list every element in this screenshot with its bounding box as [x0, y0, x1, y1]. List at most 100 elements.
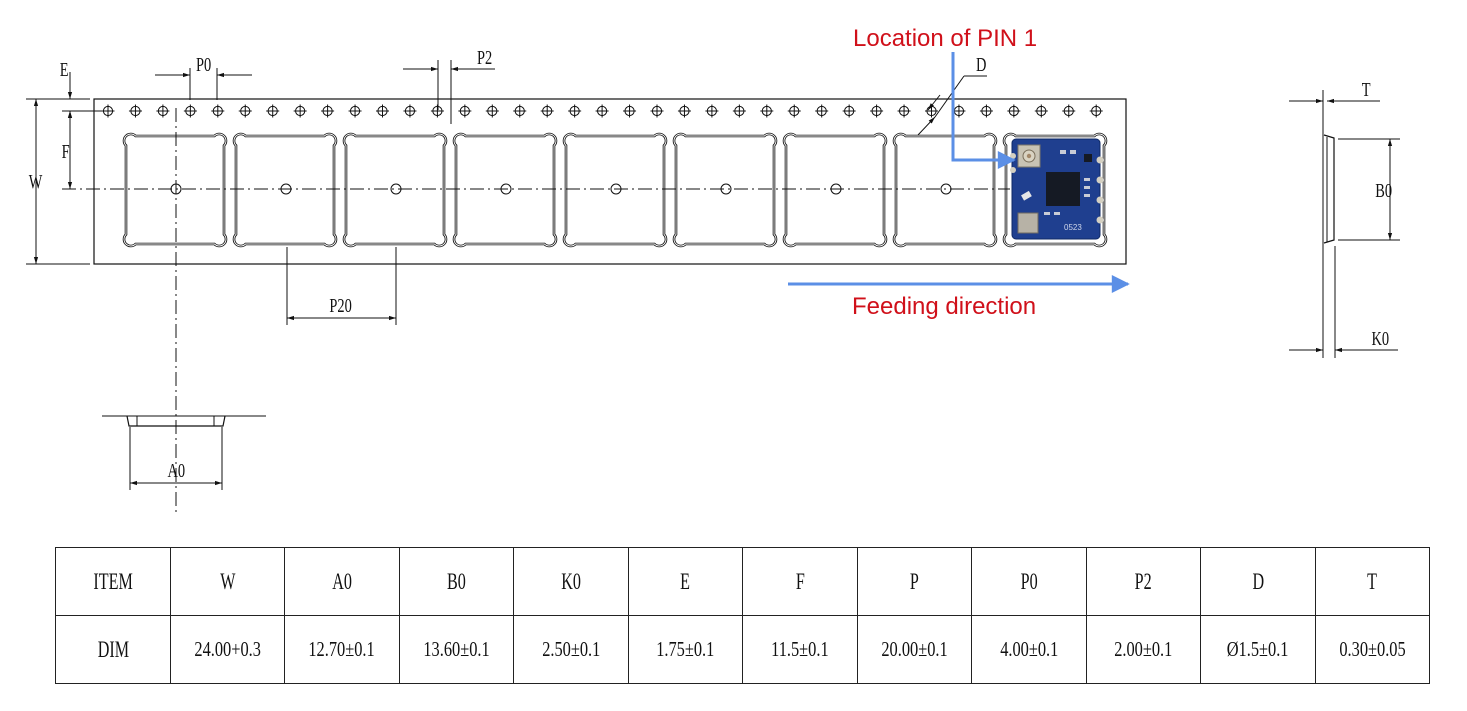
- cell-text: P: [910, 568, 919, 594]
- sprocket-hole: [650, 104, 664, 118]
- table-cell: 11.5±0.1: [742, 615, 858, 684]
- cell-text: 0.30±0.05: [1339, 637, 1406, 661]
- sprocket-hole: [842, 104, 856, 118]
- cell-text: F: [795, 568, 805, 594]
- dimension-w: W: [26, 99, 90, 265]
- dimension-d: D: [917, 53, 987, 136]
- sprocket-hole: [128, 104, 142, 118]
- sprocket-hole: [870, 104, 884, 118]
- dimension-p20: P20: [286, 247, 397, 325]
- table-row-header: ITEM: [55, 547, 171, 616]
- table-cell: P: [857, 547, 972, 616]
- table-cell: A0: [284, 547, 400, 616]
- sprocket-hole: [760, 104, 774, 118]
- label-a0: A0: [167, 459, 185, 482]
- sprocket-hole: [211, 104, 225, 118]
- sprocket-hole: [403, 104, 417, 118]
- table-cell: 24.00+0.3: [170, 615, 285, 684]
- label-p2: P2: [477, 46, 492, 69]
- sprocket-hole: [897, 104, 911, 118]
- table-cell: P0: [971, 547, 1087, 616]
- pin1-location-label: Location of PIN 1: [853, 25, 1037, 52]
- sprocket-hole: [376, 104, 389, 118]
- dimension-p2: P2: [403, 46, 495, 124]
- sprocket-hole: [156, 104, 170, 118]
- carrier-tape-drawing: 0523 E F W P0 P2: [26, 25, 1400, 515]
- table-cell: 2.50±0.1: [513, 615, 629, 684]
- cell-text: 20.00±0.1: [881, 637, 948, 661]
- dimension-p0: P0: [155, 53, 252, 100]
- pocket: [782, 132, 888, 248]
- label-p0: P0: [196, 53, 211, 76]
- label-k0: K0: [1371, 327, 1389, 350]
- cell-text: 2.50±0.1: [541, 637, 601, 661]
- component-marking: 0523: [1064, 223, 1082, 232]
- table-row-header: DIM: [55, 615, 171, 684]
- table-cell: T: [1315, 547, 1430, 616]
- table-cell: B0: [399, 547, 514, 616]
- table-cell: 12.70±0.1: [284, 615, 400, 684]
- sprocket-hole: [568, 104, 582, 118]
- cell-text: T: [1367, 568, 1378, 594]
- pocket: [342, 132, 448, 248]
- sprocket-hole: [458, 104, 472, 118]
- cell-text: 2.00±0.1: [1114, 637, 1173, 661]
- table-cell: 1.75±0.1: [628, 615, 743, 684]
- pocket: [452, 132, 558, 248]
- cell-text: 24.00+0.3: [194, 637, 261, 661]
- sprocket-hole: [348, 104, 362, 118]
- label-p20: P20: [329, 294, 352, 317]
- cell-text: ITEM: [93, 568, 133, 594]
- sprocket-hole: [513, 104, 527, 118]
- table-cell: F: [742, 547, 858, 616]
- sprocket-hole: [293, 104, 307, 118]
- table-cell: P2: [1086, 547, 1201, 616]
- feeding-direction-label: Feeding direction: [852, 293, 1036, 320]
- table-cell: W: [170, 547, 285, 616]
- sprocket-hole: [266, 104, 280, 118]
- dim-row: DIM 24.00+0.3 12.70±0.1 13.60±0.1 2.50±0.1 1.…: [55, 615, 1430, 684]
- sprocket-holes: [101, 104, 1103, 118]
- pocket: [892, 132, 998, 248]
- dimension-e: E: [26, 58, 110, 131]
- cell-text: D: [1252, 568, 1264, 594]
- sprocket-hole: [1034, 104, 1048, 118]
- table-cell: 0.30±0.05: [1315, 615, 1430, 684]
- side-view: T B0 K0: [1289, 78, 1400, 358]
- pocket: [1002, 132, 1108, 248]
- label-d: D: [976, 53, 986, 76]
- sprocket-hole: [540, 104, 554, 118]
- sprocket-hole: [183, 104, 197, 118]
- cell-text: P0: [1020, 568, 1038, 594]
- cell-text: 13.60±0.1: [423, 637, 490, 661]
- label-b0: B0: [1375, 179, 1392, 202]
- cell-text: E: [680, 568, 691, 594]
- label-f: F: [62, 140, 70, 163]
- label-w: W: [29, 170, 43, 193]
- table-cell: 4.00±0.1: [971, 615, 1087, 684]
- cell-text: DIM: [97, 636, 129, 662]
- cell-text: 1.75±0.1: [656, 637, 715, 661]
- tape-body: [93, 98, 1127, 265]
- pocket: [672, 132, 778, 248]
- sprocket-hole: [485, 104, 499, 118]
- label-t: T: [1362, 78, 1371, 101]
- sprocket-hole: [238, 104, 252, 118]
- rf-module-component: 0523: [1010, 138, 1104, 240]
- sprocket-hole: [321, 104, 335, 118]
- sprocket-hole: [1089, 104, 1103, 118]
- sprocket-hole: [979, 104, 993, 118]
- cell-text: K0: [561, 568, 581, 594]
- pockets: [122, 132, 1108, 248]
- sprocket-hole: [677, 104, 691, 118]
- sprocket-hole: [1062, 104, 1076, 118]
- cell-text: P2: [1134, 568, 1152, 594]
- table-cell: K0: [513, 547, 629, 616]
- section-view-a0: A0: [102, 415, 266, 490]
- sprocket-hole: [732, 104, 746, 118]
- table-cell: 2.00±0.1: [1086, 615, 1201, 684]
- sprocket-hole: [623, 104, 637, 118]
- cell-text: 11.5±0.1: [771, 637, 829, 661]
- table-cell: 13.60±0.1: [399, 615, 514, 684]
